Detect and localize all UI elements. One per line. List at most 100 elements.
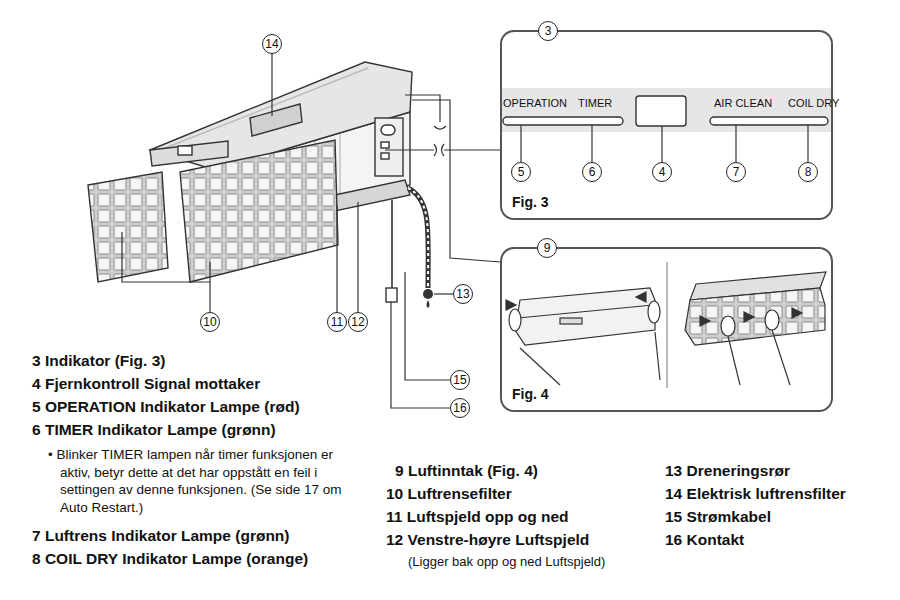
fig3-leaders (521, 125, 808, 162)
leader-line (271, 54, 272, 116)
leader-line (444, 149, 500, 150)
callout-text: 7 (733, 166, 740, 178)
callout-text: 16 (453, 402, 466, 414)
leader-line (405, 272, 450, 380)
indicator-strip (150, 141, 228, 166)
indicator-band (502, 88, 831, 132)
louver (330, 180, 410, 211)
legend-item: 13 Dreneringsrør (665, 462, 790, 480)
legend-item: 15 Strømkabel (665, 508, 771, 526)
indicator-name: TIMER (578, 97, 612, 109)
leader-line (122, 232, 210, 282)
callout-number: 8 (798, 162, 818, 182)
callout-text: 15 (453, 374, 466, 386)
figure-label: Fig. 3 (512, 194, 549, 210)
leader-line (520, 125, 521, 162)
leader-line (661, 126, 662, 162)
control-box (375, 118, 403, 176)
air-filter-left (88, 172, 168, 282)
legend-item: 16 Kontakt (665, 531, 744, 549)
plug (386, 288, 397, 302)
arrow-head (700, 316, 710, 326)
indicator-window (178, 146, 192, 155)
callout-number: 3 (538, 21, 558, 41)
arrow-head (792, 308, 802, 318)
legend-item: 4 Fjernkontroll Signal mottaker (32, 375, 260, 393)
callout-number: 5 (511, 162, 531, 182)
legend-item: 3 Indikator (Fig. 3) (32, 352, 165, 370)
callout-text: 4 (659, 166, 666, 178)
legend-item: 7 Luftrens Indikator Lampe (grønn) (32, 527, 289, 545)
control-part (381, 142, 389, 148)
arm (520, 348, 560, 385)
leader-line (807, 125, 808, 162)
callout-text: 14 (265, 38, 278, 50)
leader-line (591, 125, 592, 162)
air-filter-right (180, 140, 338, 282)
lamp-bar (710, 117, 828, 125)
callout-number: 6 (582, 162, 602, 182)
leader-line (336, 205, 337, 312)
legend-item: 9 Luftinntak (Fig. 4) (395, 462, 538, 480)
callout-number: 13 (453, 284, 473, 304)
arm (728, 336, 740, 385)
hand (765, 310, 779, 330)
fig4-left-sketch (506, 288, 660, 385)
indicator-name: COIL DRY (788, 97, 839, 109)
callout-number: 12 (348, 312, 368, 332)
leader-line (735, 125, 736, 162)
hand (509, 309, 521, 331)
control-part (381, 153, 389, 159)
signal-receiver (636, 96, 686, 126)
unit-sketch (685, 288, 825, 345)
callout-number: 4 (652, 162, 672, 182)
leader-line (405, 95, 440, 122)
drain-pipe (408, 188, 428, 288)
legend-item: 8 COIL DRY Indikator Lampe (orange) (32, 550, 308, 568)
drain-end (423, 289, 433, 299)
coil-line (340, 134, 341, 201)
legend-item: 5 OPERATION Indikator Lampe (rød) (32, 398, 300, 416)
power-cable (391, 200, 393, 288)
leader-line (209, 262, 210, 312)
callout-text: 6 (589, 166, 596, 178)
leader-line (357, 202, 358, 312)
unit-sketch (515, 288, 655, 345)
callout-number: 16 (450, 398, 470, 418)
callout-text: 3 (545, 25, 552, 37)
arm (655, 332, 660, 380)
lamp-bar (503, 117, 623, 125)
figure-panel: Fig. 3 5 6 4 7 8 (500, 30, 833, 220)
callout-text: 8 (805, 166, 812, 178)
divider (667, 262, 668, 388)
indicator-name: AIR CLEAN (714, 97, 772, 109)
legend-item: 6 TIMER Indikator Lampe (grønn) (32, 421, 276, 439)
drop (427, 300, 430, 308)
hand (648, 301, 660, 323)
hand (721, 316, 735, 336)
leader-line (385, 149, 434, 150)
legend-subnote: (Ligger bak opp og ned Luftspjeld) (408, 554, 605, 569)
indicator-sketch (560, 318, 582, 324)
callout-number: 9 (537, 238, 557, 258)
figure-panel: Fig. 4 (500, 247, 833, 412)
arrow-head (636, 292, 646, 302)
callout-number: 7 (726, 162, 746, 182)
leader-line (434, 293, 453, 294)
legend-item: 11 Luftspjeld opp og ned (386, 508, 569, 526)
ac-unit (88, 62, 412, 282)
callout-number: 14 (262, 34, 282, 54)
legend-item: 10 Luftrensefilter (386, 485, 512, 503)
callout-number: 10 (200, 312, 220, 332)
callout-text: 13 (456, 288, 469, 300)
electric-filter (250, 104, 302, 136)
panel-line (518, 305, 653, 318)
figure-label: Fig. 4 (512, 386, 549, 402)
arrow-head (744, 312, 754, 322)
callout-text: 10 (203, 316, 216, 328)
control-part (381, 125, 395, 135)
arm (772, 330, 790, 385)
callout-number: 15 (450, 370, 470, 390)
leader-lines (122, 54, 500, 408)
